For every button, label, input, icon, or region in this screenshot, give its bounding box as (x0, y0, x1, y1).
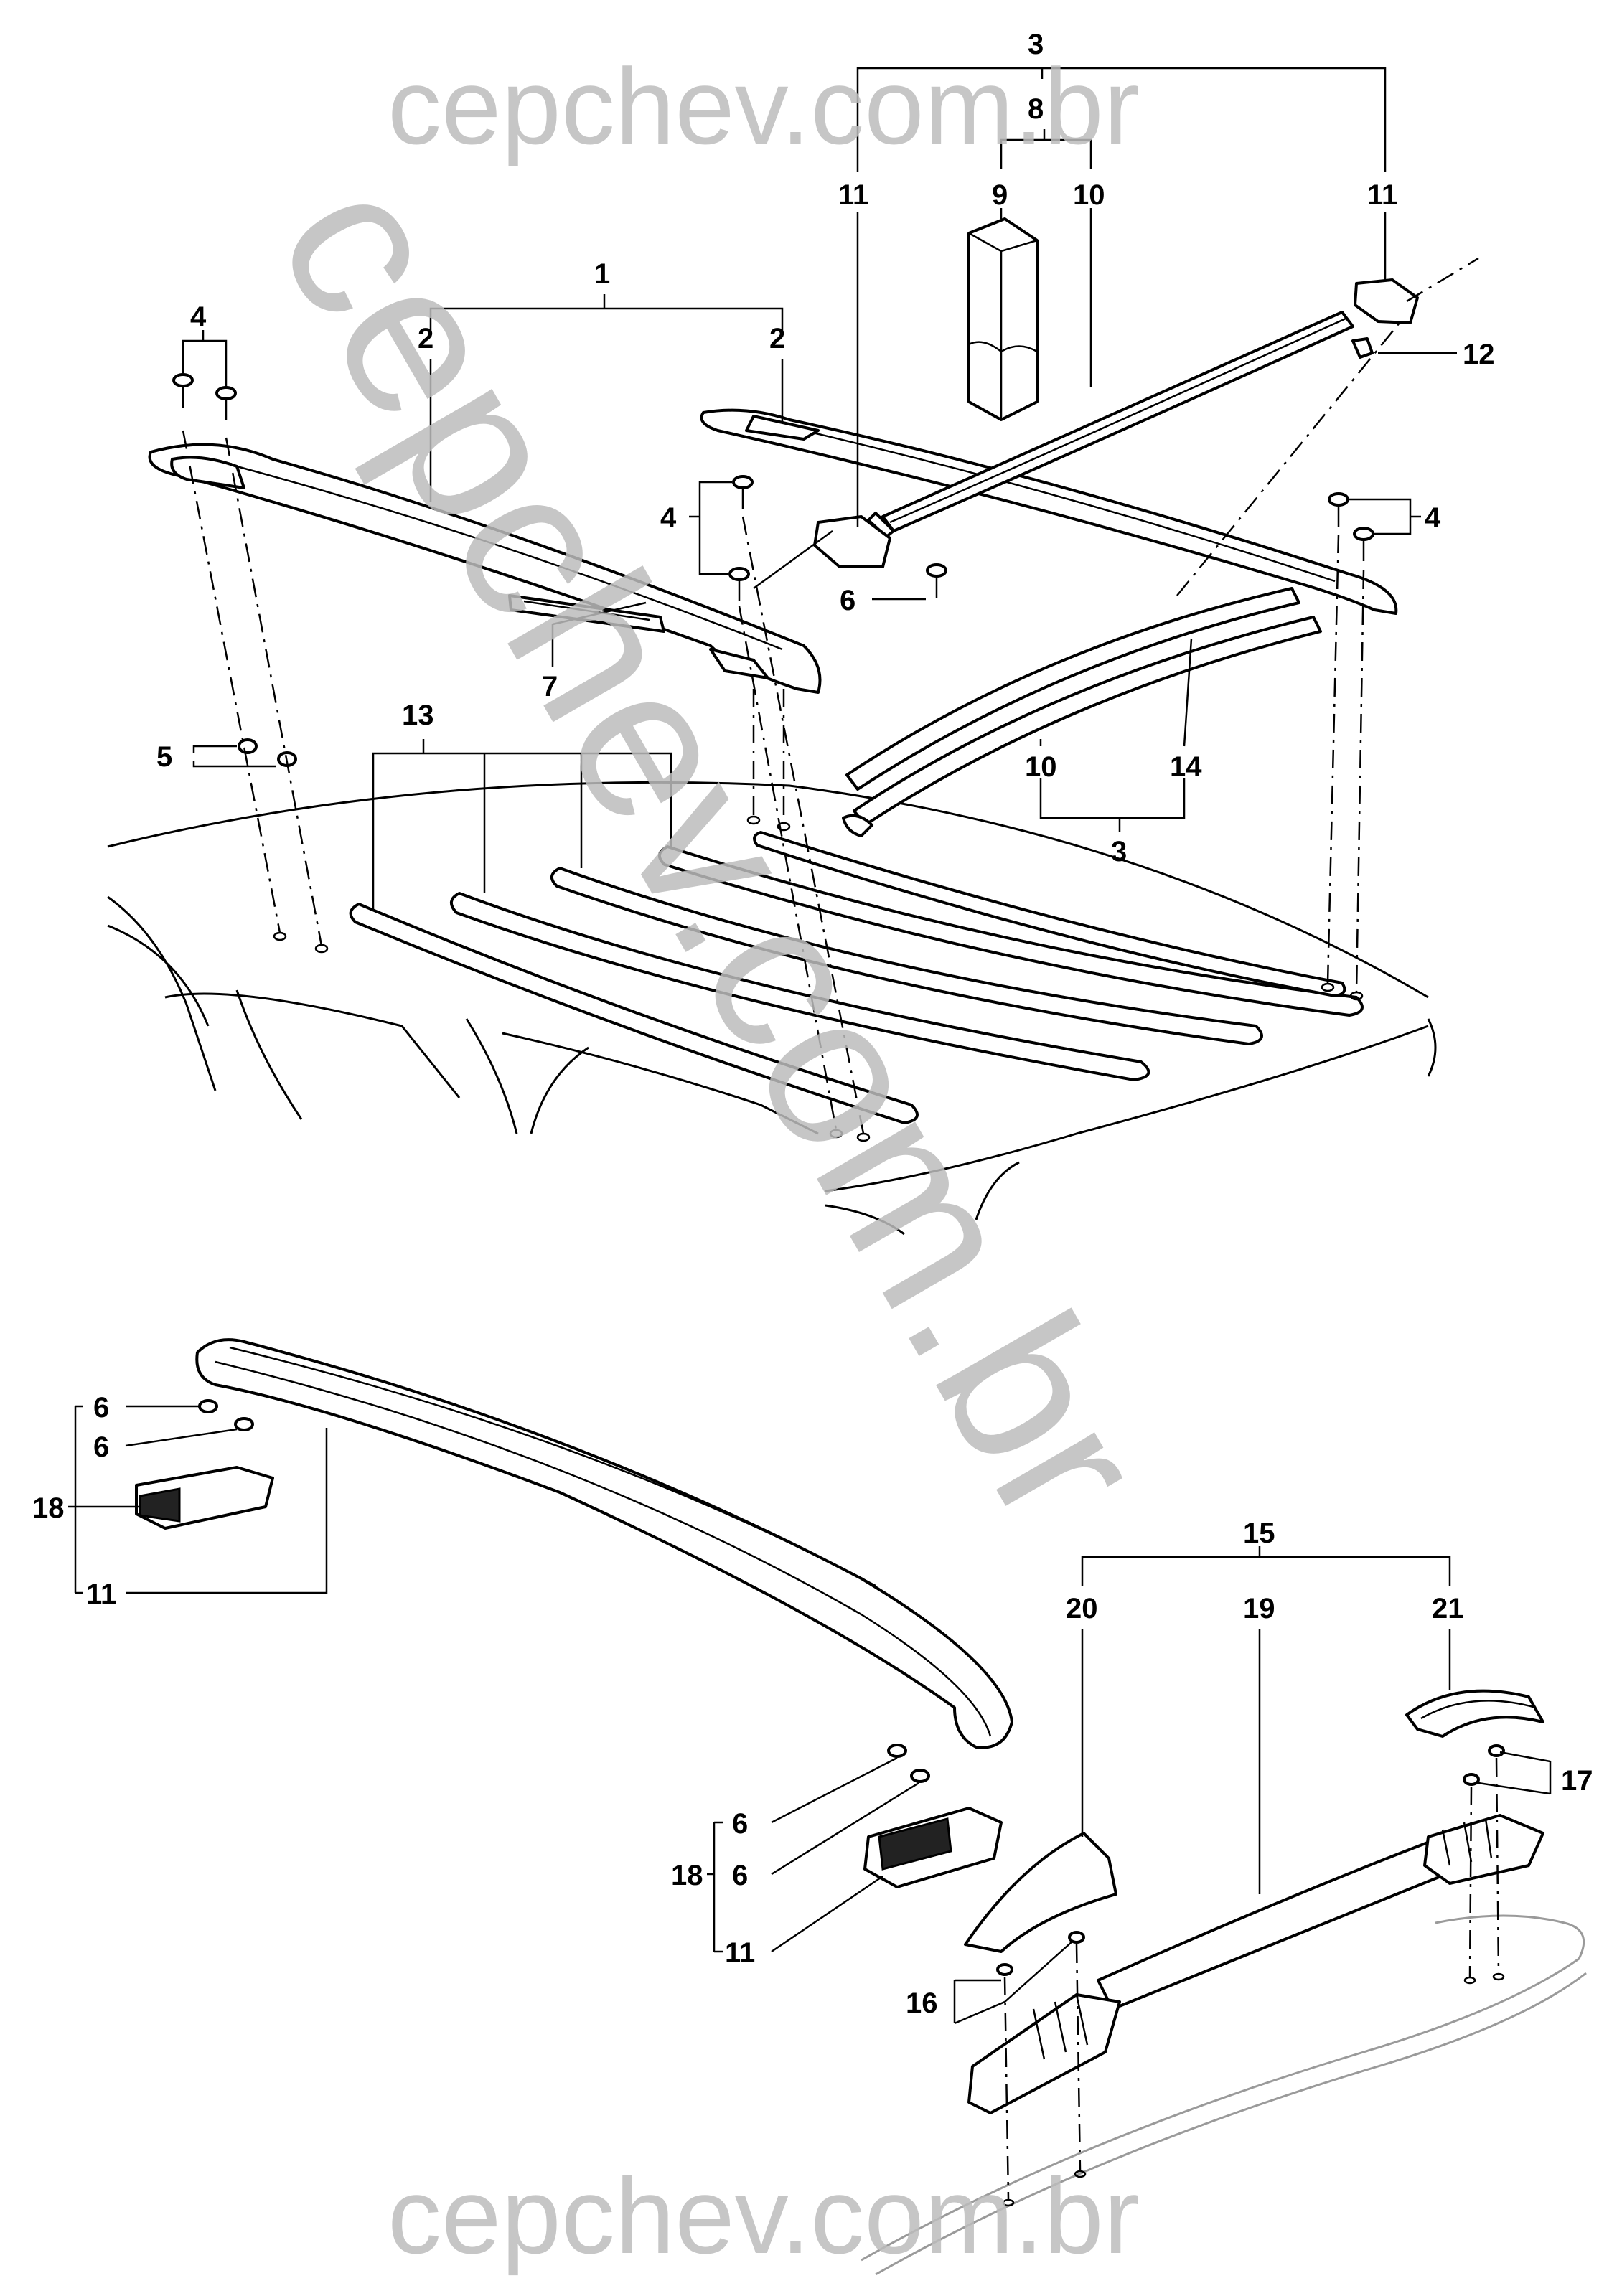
callout-11-d: 11 (725, 1937, 755, 1969)
callout-11-b: 11 (1367, 179, 1397, 211)
callout-4-b: 4 (660, 502, 677, 534)
callout-16: 16 (906, 1987, 938, 2019)
watermark-bottom: cepchev.com.br (388, 2155, 1140, 2276)
callout-5: 5 (156, 741, 172, 773)
callout-19: 19 (1243, 1593, 1275, 1624)
callout-11-c: 11 (86, 1578, 116, 1610)
watermark-group: cepchev.com.br cepchev.com.br cepchev.co… (232, 46, 1194, 2276)
callout-15: 15 (1243, 1518, 1275, 1549)
callout-18-a: 18 (32, 1492, 65, 1524)
callout-6-d: 6 (732, 1808, 748, 1840)
callout-2-a: 2 (418, 323, 433, 354)
callout-7: 7 (542, 671, 558, 702)
callout-18-b: 18 (671, 1860, 703, 1891)
watermark-diagonal: cepchev.com.br (232, 139, 1194, 1562)
callout-8: 8 (1028, 93, 1044, 125)
side-rail-bottom (967, 1814, 1544, 2114)
callout-21: 21 (1432, 1593, 1464, 1624)
rail-end-covers (964, 1689, 1544, 1953)
callout-9: 9 (992, 179, 1008, 211)
leader-lines (68, 67, 1552, 2025)
end-clips-top (813, 278, 1419, 568)
callout-4-c: 4 (1425, 502, 1441, 534)
callout-6-c: 6 (93, 1431, 109, 1463)
vehicle-roof-body (107, 781, 1437, 1236)
callout-10-b: 10 (1025, 751, 1057, 783)
long-rail-bottom (195, 1338, 1013, 1749)
clip-assembly-right (863, 1744, 1003, 1888)
crossbar-rear-and-seal (842, 587, 1322, 837)
side-rail-right-assembly (700, 408, 1398, 615)
callout-3-mid: 3 (1111, 836, 1127, 867)
crossbar-front (867, 311, 1354, 538)
roof-slat-strips (349, 831, 1364, 1124)
callout-14: 14 (1170, 751, 1202, 783)
callout-2-b: 2 (769, 323, 785, 354)
side-rail-left-assembly (148, 443, 822, 694)
callout-4-a: 4 (190, 301, 207, 333)
clip-assembly-left (135, 1399, 274, 1530)
callout-20: 20 (1066, 1593, 1098, 1624)
dash-centerlines-bottom (1003, 1757, 1500, 2200)
callout-labels: 3 8 11 9 10 11 1 2 2 4 12 4 4 6 7 13 5 1… (32, 29, 1593, 2019)
callout-12: 12 (1463, 339, 1495, 370)
callout-6-e: 6 (732, 1860, 748, 1891)
callout-1: 1 (594, 258, 610, 290)
callout-13: 13 (402, 700, 434, 731)
callout-10-a: 10 (1073, 179, 1105, 211)
callout-11-a: 11 (838, 179, 868, 211)
screws-bottom (996, 1744, 1505, 2207)
crossbar-cover-block (967, 217, 1039, 421)
screws-top (172, 373, 1374, 767)
dash-centerlines-top (182, 257, 1479, 1134)
vehicle-roof-bottom-gray (861, 1914, 1587, 2276)
callout-3-top: 3 (1028, 29, 1044, 60)
watermark-top: cepchev.com.br (388, 46, 1140, 166)
callout-6-a: 6 (840, 585, 855, 616)
callout-17: 17 (1561, 1765, 1593, 1797)
callout-6-b: 6 (93, 1392, 109, 1424)
